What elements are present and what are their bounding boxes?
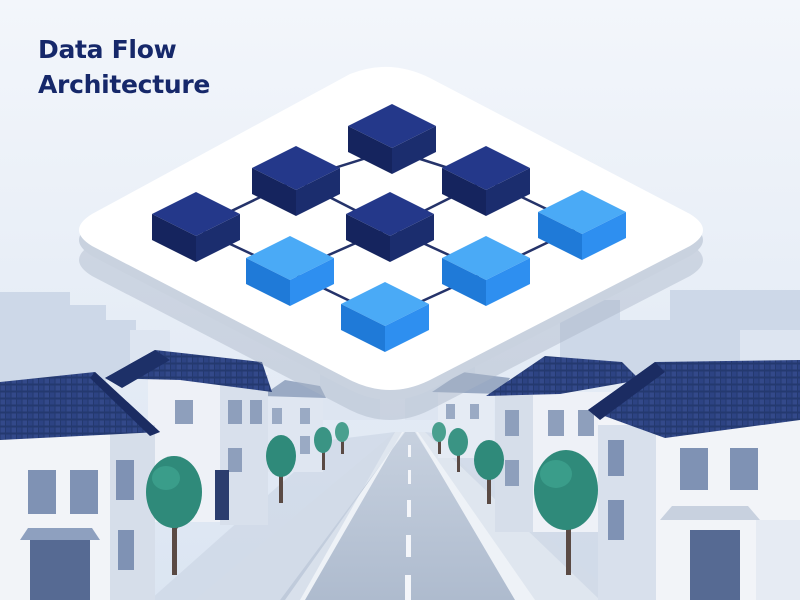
tree <box>474 440 504 504</box>
houses-left <box>0 350 326 600</box>
node-block-navy <box>252 146 340 216</box>
tree <box>448 428 468 472</box>
house-right-front <box>588 360 800 600</box>
house-left-front <box>0 372 160 600</box>
node-block-navy <box>348 104 436 174</box>
tree <box>314 427 332 470</box>
node-block-blue <box>442 236 530 306</box>
tree <box>266 435 296 503</box>
page-title: Data Flow Architecture <box>38 32 210 102</box>
title-line-1: Data Flow <box>38 35 177 64</box>
trees-right <box>432 422 598 575</box>
trees-left <box>146 422 349 575</box>
lane-markings <box>405 445 411 600</box>
tree <box>146 456 202 575</box>
houses-right <box>432 356 800 600</box>
node-block-navy <box>442 146 530 216</box>
node-block-blue <box>246 236 334 306</box>
title-line-2: Architecture <box>38 70 211 99</box>
node-block-blue <box>341 282 429 352</box>
node-block-navy <box>346 192 434 262</box>
tree <box>534 450 598 575</box>
node-block-navy <box>152 192 240 262</box>
tree <box>432 422 446 454</box>
network-blocks <box>152 104 626 352</box>
node-block-blue <box>538 190 626 260</box>
tree <box>335 422 349 454</box>
